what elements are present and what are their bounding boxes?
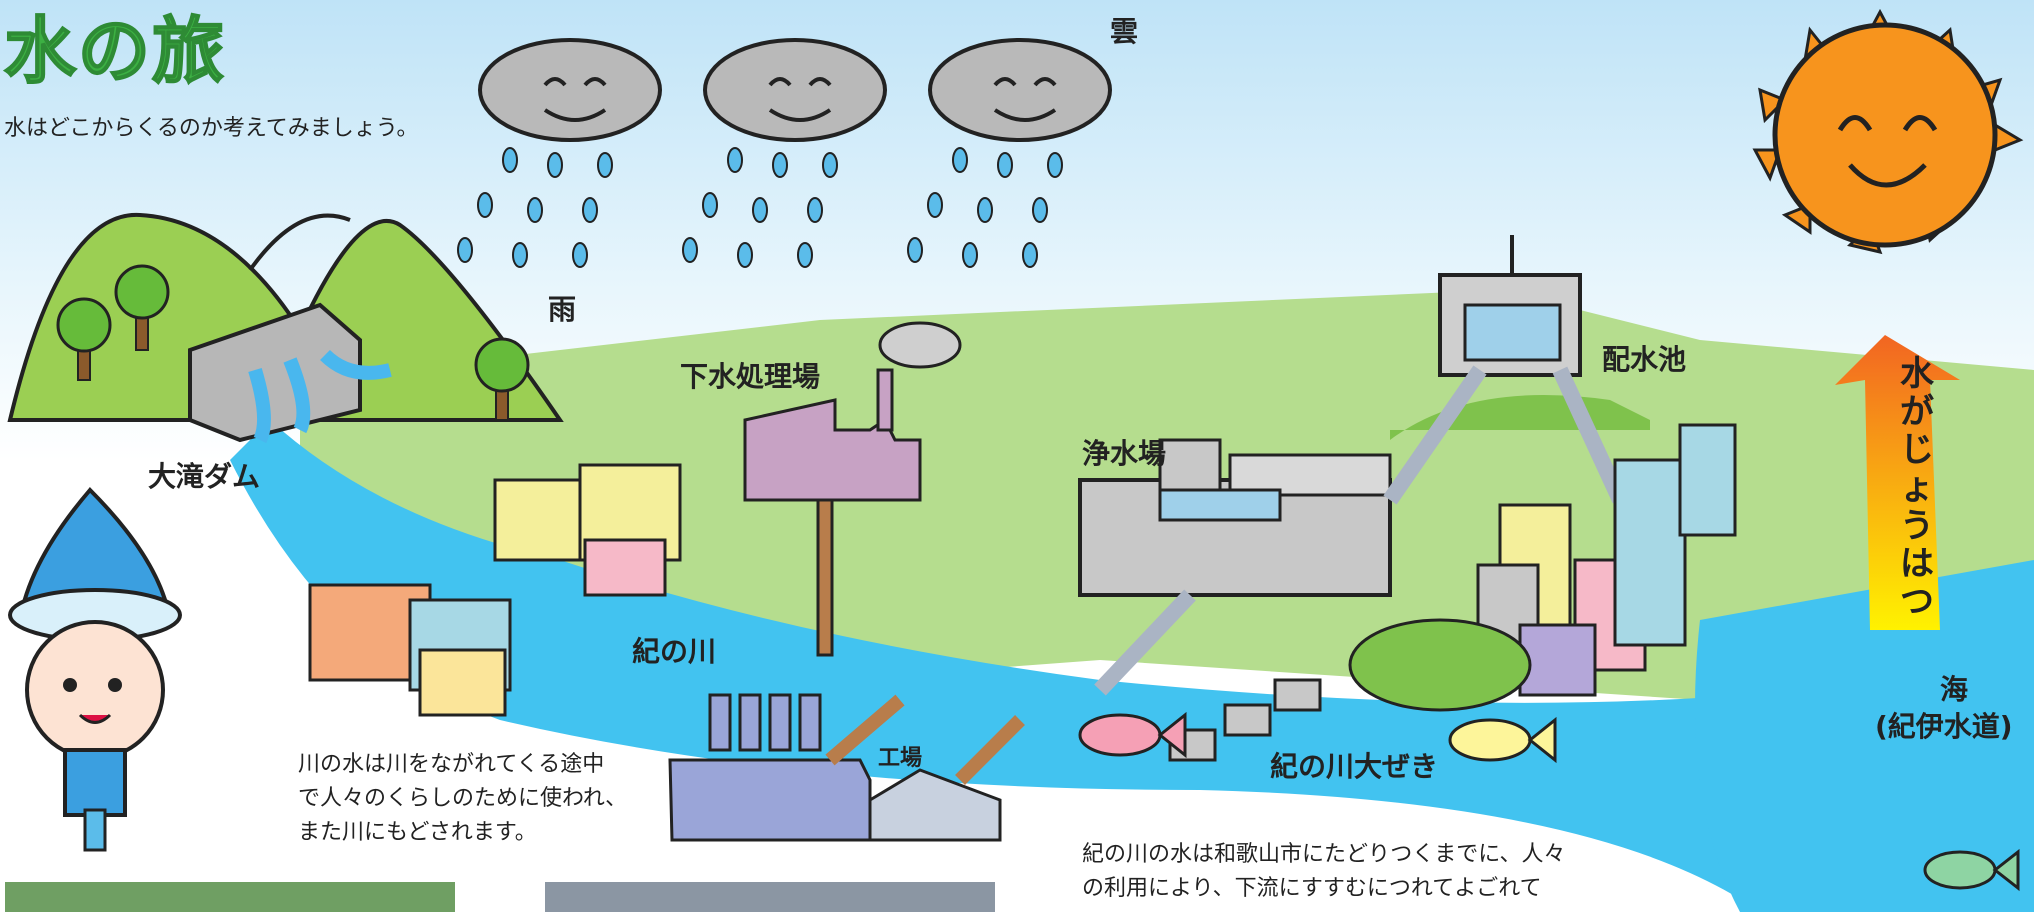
town-buildings-left [308,463,682,717]
label-factory: 工場 [878,746,923,771]
cloud-icon [703,38,887,142]
dam-icon [188,302,392,444]
label-sea: 海 [1940,673,1969,706]
sea [1695,560,2034,912]
label-sea-name: (紀伊水道) [1875,710,2013,743]
label-cloud: 雲 [1110,15,1139,48]
label-purification-plant: 浄水場 [1082,437,1167,470]
label-weir: 紀の川大ぜき [1270,750,1439,783]
fish-icon [1923,848,2020,892]
factory-icon [668,693,1025,842]
weir-icon [1168,678,1322,762]
label-rain: 雨 [548,293,577,326]
label-evaporation: 水がじょうはつ [1900,354,1934,622]
water-drop-mascot [8,487,182,852]
fish-icon [1078,711,1187,759]
photo-thumbnail [5,882,455,912]
label-river: 紀の川 [632,635,717,668]
raindrops-icon [457,147,1063,268]
city-buildings-right [1348,423,1737,712]
cloud-icon [928,38,1112,142]
purification-plant-icon [1078,438,1392,696]
cloud-icon [478,38,662,142]
paragraph-line: 紀の川の水は和歌山市にたどりつくまでに、人々 [1082,842,1566,867]
reservoir-tank-icon [1383,235,1650,505]
sewage-plant-icon [743,321,962,657]
page-title: 水の旅 [3,8,227,94]
paragraph-line: また川にもどされます。 [298,820,537,845]
label-dam: 大滝ダム [148,460,261,493]
label-sewage-plant: 下水処理場 [680,360,821,393]
paragraph-line: 川の水は川をながれてくる途中 [298,752,605,777]
paragraph-line: で人々のくらしのために使われ、 [298,786,628,811]
photo-thumbnail [545,882,995,912]
river-kinokawa [230,420,2034,912]
paragraph-line: の利用により、下流にすすむにつれてよごれて [1082,876,1542,901]
tree-icon [474,337,530,421]
sun-icon [1752,8,2024,255]
paragraph-downstream: 紀の川の水は和歌山市にたどりつくまでに、人々 の利用により、下流にすすむにつれて… [1082,838,1566,906]
tree-icon [56,297,112,381]
fish-icon [1448,716,1557,764]
paragraph-river-use: 川の水は川をながれてくる途中 で人々のくらしのために使われ、 また川にもどされま… [298,748,627,850]
tree-icon [114,264,170,351]
label-reservoir: 配水池 [1602,343,1687,376]
evaporation-arrow [1835,335,1960,630]
intro-text: 水はどこからくるのか考えてみましょう。 [4,116,419,141]
